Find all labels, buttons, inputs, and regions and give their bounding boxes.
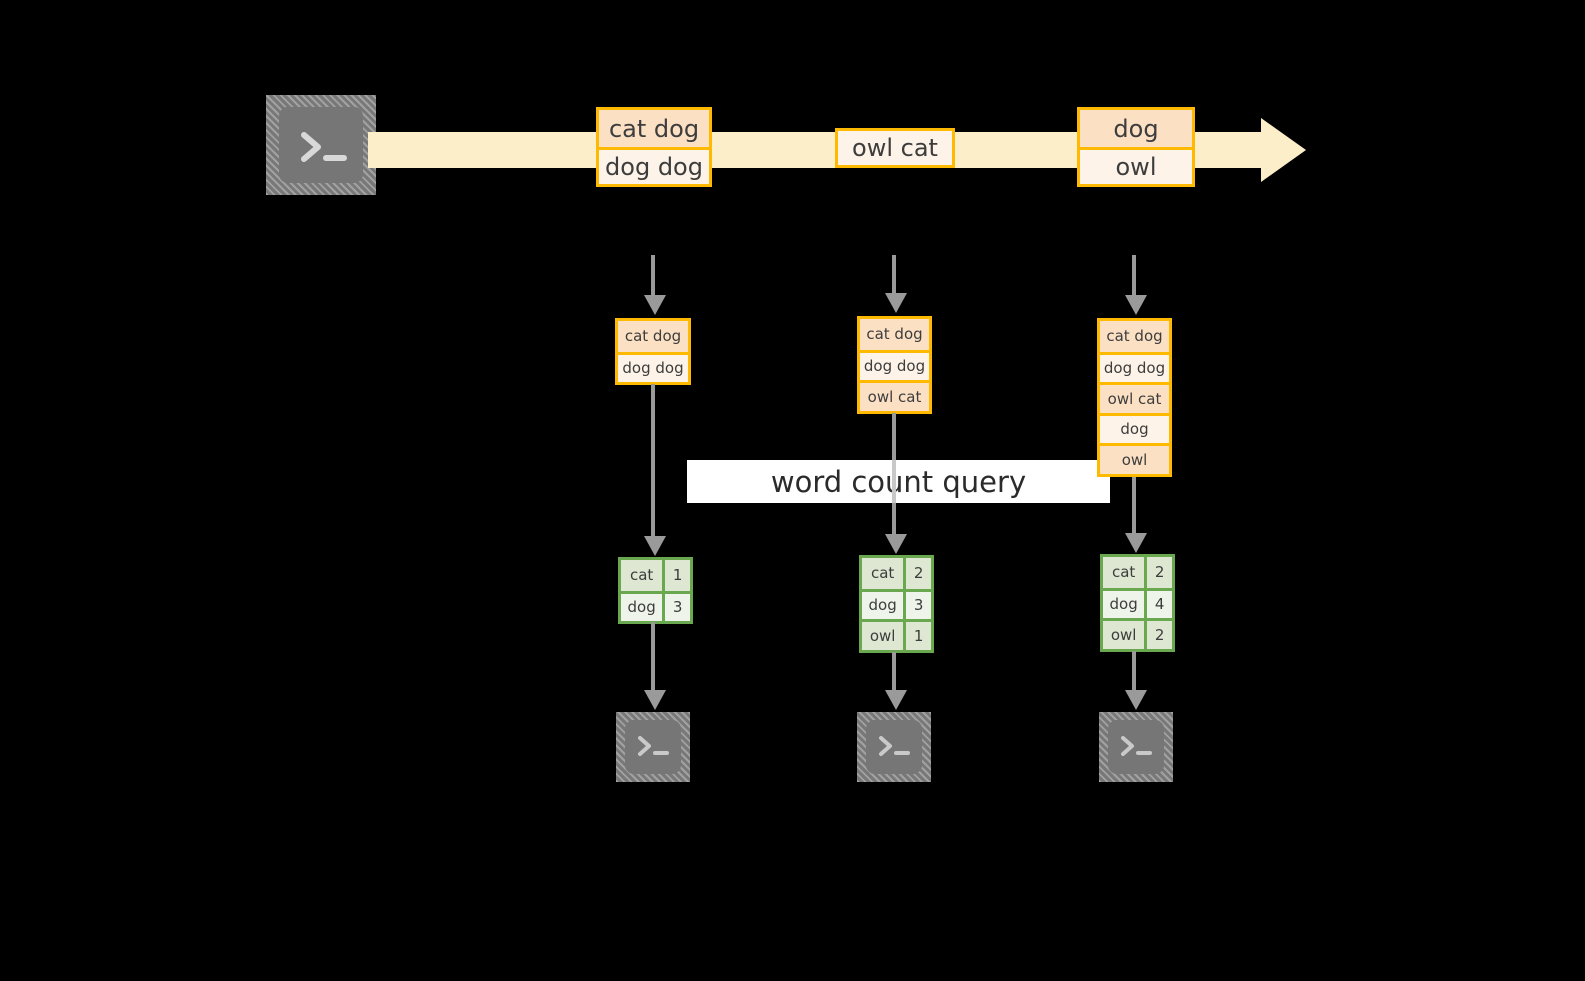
record-line: owl cat: [1100, 382, 1169, 413]
terminal-screen: [624, 720, 682, 774]
word-count-table-2[interactable]: cat 2 dog 3 owl 1: [859, 555, 934, 653]
table-cell-count: 3: [665, 593, 690, 621]
sink-connector-3: [1132, 651, 1136, 690]
query-connector-1: [651, 384, 655, 546]
table-cell-word: owl: [1103, 621, 1148, 649]
table-row: dog 3: [862, 588, 931, 619]
table-row: dog 4: [1103, 587, 1172, 618]
accumulated-records-2[interactable]: cat dog dog dog owl cat: [857, 316, 932, 414]
record-line: cat dog: [1100, 321, 1169, 352]
trigger-connector-3: [1132, 255, 1136, 295]
arrow-head-icon: [644, 295, 666, 315]
terminal-screen: [865, 720, 923, 774]
table-cell-word: dog: [1103, 590, 1148, 618]
terminal-screen: [279, 107, 363, 183]
table-cell-count: 4: [1147, 590, 1172, 618]
arrow-head-icon: [1125, 533, 1147, 553]
stream-arrow-head: [1261, 118, 1306, 182]
record-line: dog dog: [860, 349, 929, 380]
table-row: dog 3: [621, 590, 690, 621]
arrow-head-icon: [644, 536, 666, 556]
word-count-table-1[interactable]: cat 1 dog 3: [618, 557, 693, 624]
query-label-text: word count query: [770, 464, 1027, 499]
record-line: owl: [1100, 443, 1169, 474]
record-line: owl cat: [860, 380, 929, 411]
table-cell-count: 2: [906, 558, 931, 589]
arrow-head-icon: [1125, 295, 1147, 315]
arrow-head-icon: [885, 293, 907, 313]
sink-connector-2: [892, 652, 896, 690]
record-line: dog dog: [599, 147, 709, 184]
record-line: owl: [1080, 147, 1192, 184]
arrow-head-icon: [885, 690, 907, 710]
table-cell-word: cat: [862, 558, 907, 589]
trigger-connector-1: [651, 255, 655, 295]
word-count-table-3[interactable]: cat 2 dog 4 owl 2: [1100, 554, 1175, 652]
record-line: dog: [1080, 110, 1192, 147]
terminal-icon: [638, 736, 669, 756]
table-row: cat 2: [1103, 557, 1172, 588]
record-line: dog dog: [1100, 351, 1169, 382]
record-line: cat dog: [860, 319, 929, 350]
arrow-head-icon: [1125, 690, 1147, 710]
stream-batch-1[interactable]: cat dog dog dog: [596, 107, 712, 187]
accumulated-records-1[interactable]: cat dog dog dog: [615, 318, 691, 385]
stream-batch-2[interactable]: owl cat: [835, 128, 955, 168]
table-cell-word: cat: [1103, 557, 1148, 588]
trigger-connector-2: [892, 255, 896, 293]
table-row: owl 2: [1103, 618, 1172, 649]
record-line: cat dog: [618, 321, 688, 352]
table-cell-count: 2: [1147, 557, 1172, 588]
terminal-icon: [1121, 736, 1152, 756]
sink-terminal-2[interactable]: [857, 712, 931, 782]
query-connector-2-over-banner: [892, 460, 896, 503]
query-connector-3: [1132, 474, 1136, 544]
table-cell-count: 1: [665, 560, 690, 591]
table-cell-word: dog: [862, 591, 907, 619]
record-line: dog dog: [618, 351, 688, 382]
source-terminal[interactable]: [266, 95, 376, 195]
table-cell-count: 2: [1147, 621, 1172, 649]
sink-terminal-3[interactable]: [1099, 712, 1173, 782]
accumulated-records-3-overlay[interactable]: cat dog dog dog owl cat dog owl: [1097, 318, 1172, 477]
table-row: owl 1: [862, 619, 931, 650]
query-label-banner: word count query: [687, 460, 1110, 503]
record-line: dog: [1100, 412, 1169, 443]
table-row: cat 2: [862, 558, 931, 589]
record-line: owl cat: [838, 131, 952, 165]
terminal-screen: [1107, 720, 1165, 774]
sink-terminal-1[interactable]: [616, 712, 690, 782]
arrow-head-icon: [644, 690, 666, 710]
table-row: cat 1: [621, 560, 690, 591]
sink-connector-1: [651, 622, 655, 690]
table-cell-word: cat: [621, 560, 666, 591]
terminal-icon: [879, 736, 910, 756]
table-cell-word: owl: [862, 622, 907, 650]
record-line: cat dog: [599, 110, 709, 147]
table-cell-count: 3: [906, 591, 931, 619]
stream-batch-3[interactable]: dog owl: [1077, 107, 1195, 187]
arrow-head-icon: [885, 534, 907, 554]
table-cell-word: dog: [621, 593, 666, 621]
terminal-icon: [301, 132, 347, 162]
table-cell-count: 1: [906, 622, 931, 650]
